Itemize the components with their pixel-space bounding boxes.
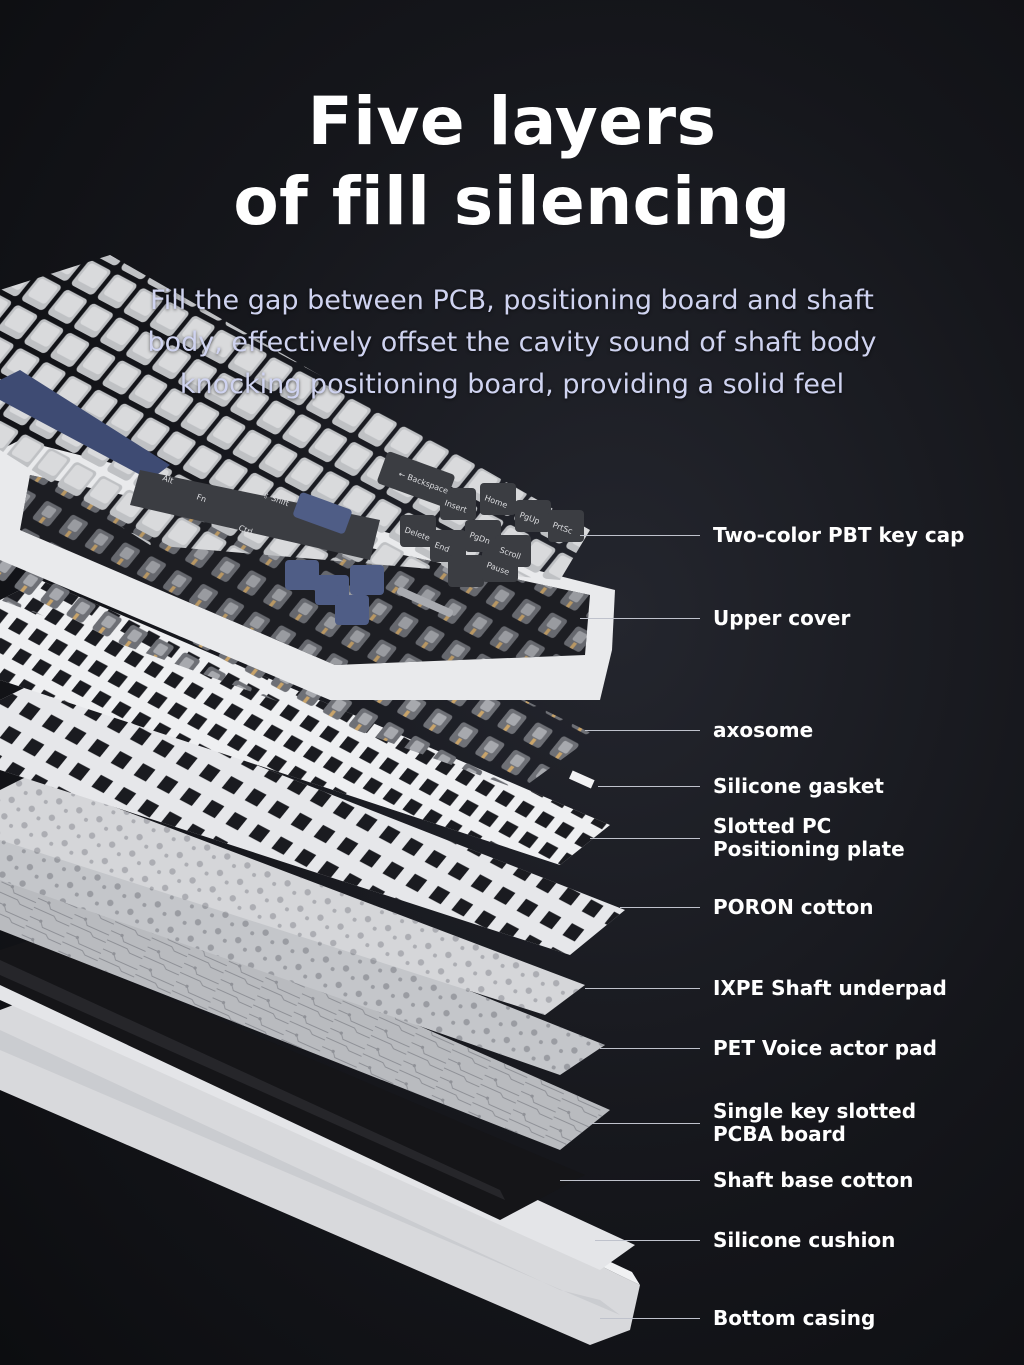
silicone-gasket-piece: [569, 770, 595, 789]
shaft-base-cotton-layer: [0, 940, 585, 1220]
callout-pet-pad: PET Voice actor pad: [713, 1036, 937, 1060]
callout-pcba-board: Single key slotted PCBA board: [713, 1100, 1013, 1146]
ixpe-underpad-layer: [0, 775, 585, 1015]
leader-line-shaft-base-cotton: [560, 1180, 700, 1181]
leader-line-pet-pad: [600, 1048, 700, 1049]
legend-alt: Alt: [161, 473, 174, 485]
legend-fn: Fn: [195, 492, 207, 504]
title-line-2: of fill silencing: [233, 163, 791, 240]
exploded-keyboard-illustration: ← Backspace ⇧ Shift Fn Alt Ctrl Insert H…: [0, 255, 640, 1345]
callout-positioning-plate: Slotted PC Positioning plate: [713, 815, 1013, 861]
leader-line-silicone-gasket: [598, 786, 700, 787]
leader-line-upper-cover: [580, 618, 700, 619]
leader-line-keycap: [580, 535, 700, 536]
leader-line-pcba-board: [590, 1123, 700, 1124]
callout-silicone-gasket: Silicone gasket: [713, 774, 884, 798]
callout-pcba-board-line1: Single key slotted: [713, 1099, 917, 1123]
leader-line-silicone-cushion: [595, 1240, 700, 1241]
callout-shaft-base-cotton: Shaft base cotton: [713, 1168, 914, 1192]
callout-ixpe-underpad: IXPE Shaft underpad: [713, 976, 947, 1000]
subtitle-description: Fill the gap between PCB, positioning bo…: [147, 285, 877, 400]
callout-keycap: Two-color PBT key cap: [713, 523, 965, 547]
callout-silicone-cushion: Silicone cushion: [713, 1228, 896, 1252]
leader-line-bottom-casing: [600, 1318, 700, 1319]
callout-bottom-casing: Bottom casing: [713, 1306, 876, 1330]
callout-poron-cotton: PORON cotton: [713, 895, 874, 919]
callout-positioning-plate-line1: Slotted PC: [713, 814, 832, 838]
callout-axosome: axosome: [713, 718, 814, 742]
callout-upper-cover: Upper cover: [713, 606, 851, 630]
bottom-casing-layer: [0, 990, 640, 1345]
poron-cotton-layer: [0, 680, 625, 955]
callout-pcba-board-line2: PCBA board: [713, 1122, 846, 1146]
leader-line-axosome: [585, 730, 700, 731]
title-line-1: Five layers: [307, 83, 717, 160]
keycaps-layer: [0, 255, 590, 625]
callout-positioning-plate-line2: Positioning plate: [713, 837, 905, 861]
leader-line-poron-cotton: [620, 907, 700, 908]
page-title: Five layers of fill silencing: [0, 82, 1024, 242]
leader-line-positioning-plate: [590, 838, 700, 839]
leader-line-ixpe-underpad: [585, 988, 700, 989]
